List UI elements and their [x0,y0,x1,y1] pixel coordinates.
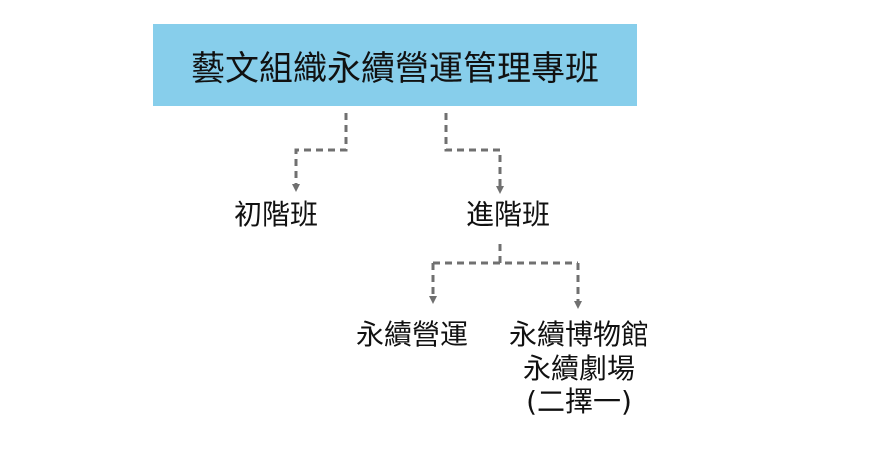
connector-root-to-basic [292,113,348,192]
node-advanced-class-label: 進階班 [465,198,550,231]
node-museum-label: 永續博物館 [508,318,649,351]
node-museum-or-theatre: 永續博物館 永續劇場 (二擇一) [500,318,658,419]
connector-root-to-advanced [444,113,504,194]
node-choose-one-label: (二擇一) [526,385,632,419]
node-basic-class: 初階班 [216,198,336,232]
root-node: 藝文組織永續營運管理專班 [153,24,637,106]
node-advanced-class: 進階班 [448,198,568,232]
node-sustainable-operations-label: 永續營運 [355,318,468,351]
node-basic-class-label: 初階班 [233,198,318,231]
root-node-label: 藝文組織永續營運管理專班 [191,48,599,89]
node-sustainable-operations: 永續營運 [342,318,482,352]
node-theatre-label: 永續劇場 [522,351,635,385]
